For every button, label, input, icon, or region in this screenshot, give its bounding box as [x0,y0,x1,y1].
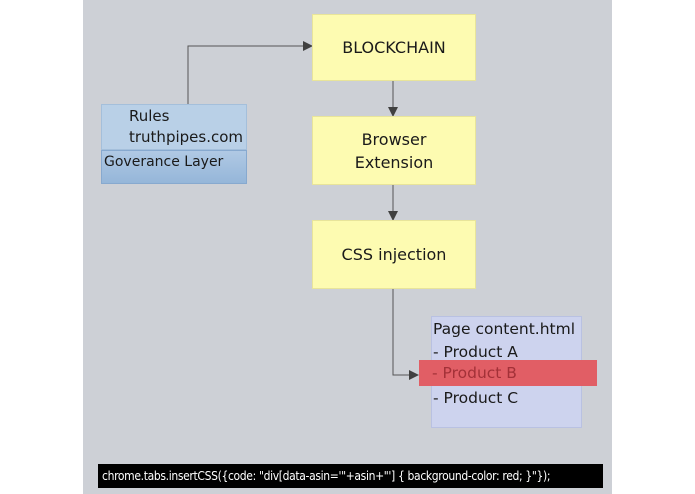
blockchain-label: BLOCKCHAIN [342,38,446,57]
css-injection-label: CSS injection [341,245,447,264]
rules-node: Rules truthpipes.com [101,104,247,150]
browser-extension-node: Browser Extension [312,116,476,185]
highlighted-product-b: - Product B [419,360,597,386]
arrow-rules-to-blockchain [187,41,313,104]
governance-layer-label: Goverance Layer [104,154,224,170]
browser-extension-label-line-1: Browser [361,129,427,149]
page-content-item-a: - Product A [433,343,518,361]
code-snippet: chrome.tabs.insertCSS({code: "div[data-a… [98,464,603,488]
rules-label-line-1: Rules [129,107,170,125]
blockchain-node: BLOCKCHAIN [312,14,476,81]
governance-layer-node: Goverance Layer [101,150,247,184]
css-injection-node: CSS injection [312,220,476,289]
rules-label-line-2: truthpipes.com [129,128,244,146]
page-content-item-c: - Product C [433,389,519,407]
arrow-css-to-page [392,287,419,380]
page-content-title: Page content.html [433,320,576,338]
browser-extension-label-line-2: Extension [354,152,434,172]
